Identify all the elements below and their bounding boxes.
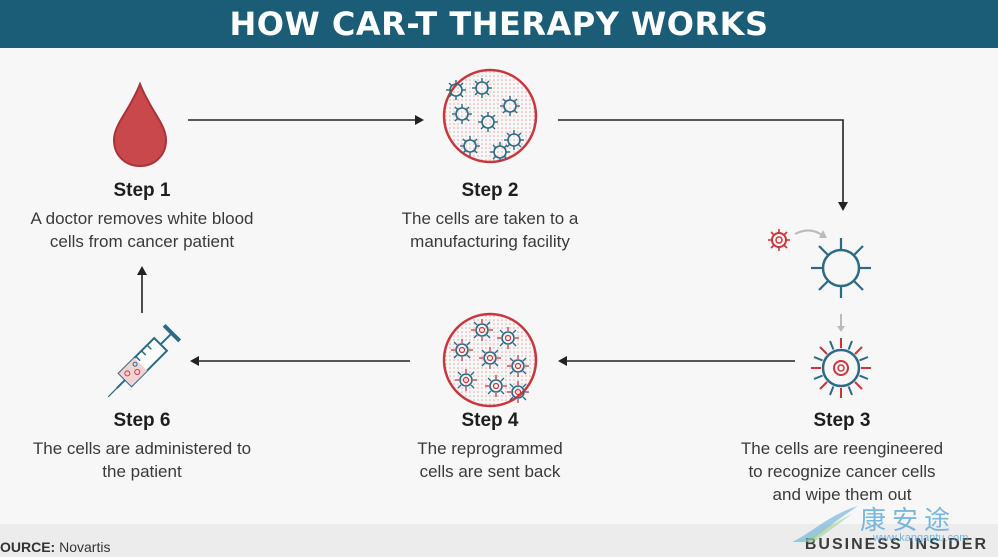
- step-2-description: The cells are taken to a manufacturing f…: [401, 209, 579, 251]
- brand-logo-text: BUSINESS INSIDER: [804, 536, 988, 553]
- engineered-cell-icon: [768, 229, 871, 398]
- watermark-wing-icon: [792, 506, 858, 542]
- header-bar: HOW CAR-T THERAPY WORKS: [0, 0, 998, 48]
- step-1-description: A doctor removes white blood cells from …: [30, 209, 254, 251]
- footer-bar: [0, 524, 998, 557]
- source-credit: OURCE: Novartis: [0, 539, 110, 555]
- step-3-description: The cells are reengineered to recognize …: [740, 439, 944, 504]
- manufacturing-cells-icon: [442, 68, 538, 164]
- step-6-title: Step 6: [113, 410, 171, 431]
- syringe-icon: [107, 323, 182, 398]
- step-3-title: Step 3: [813, 410, 871, 431]
- step-2-title: Step 2: [461, 180, 519, 201]
- step-4-description: The reprogrammed cells are sent back: [417, 439, 563, 481]
- watermark-text: 康安途: [860, 506, 957, 536]
- step-6-description: The cells are administered to the patien…: [32, 439, 252, 481]
- source-value: Novartis: [59, 539, 111, 555]
- reprogrammed-cells-icon: [442, 312, 538, 408]
- blood-drop-icon: [112, 82, 168, 168]
- step-1-title: Step 1: [113, 180, 171, 201]
- source-label: OURCE:: [0, 539, 56, 555]
- step-4-title: Step 4: [461, 410, 519, 431]
- watermark-url: www.kangantu.com: [873, 532, 969, 544]
- page-title: HOW CAR-T THERAPY WORKS: [229, 5, 769, 43]
